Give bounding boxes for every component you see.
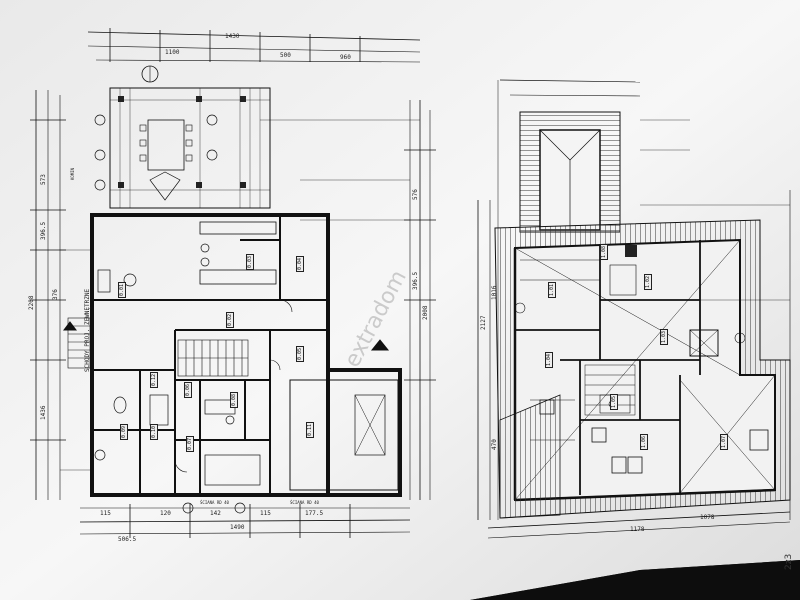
attic-dim-label-left: 470: [491, 439, 498, 450]
dim-label-top-3: 500: [280, 52, 291, 59]
page-number: 2z3: [784, 553, 794, 570]
attic-room-tag: 1.06: [640, 433, 648, 450]
dim-label-left-2: 1436: [40, 405, 47, 420]
dim-label-bottom-2: 115: [100, 510, 111, 517]
dim-label-bottom-1: 1490: [230, 524, 245, 531]
dim-label-bottom-5: 120: [160, 510, 171, 517]
dim-label-top-2: 1100: [165, 49, 180, 56]
attic-room-tag: 1.02: [644, 273, 652, 290]
dim-label-right-2: 576: [412, 189, 419, 200]
room-tag: 0.03: [246, 253, 254, 270]
attic-dim-label-bottom: 1178: [630, 526, 645, 533]
attic-dim-label-left: 1016: [491, 285, 498, 300]
room-tag: 0.05: [296, 345, 304, 362]
room-tag: 0.02: [226, 311, 234, 328]
dim-label-left-4: 573: [40, 174, 47, 185]
attic-room-tag: 1.08: [600, 243, 608, 260]
ground-floor-plan: [30, 28, 436, 538]
dim-label-right-1: 2008: [422, 305, 429, 320]
attic-room-tag: 1.01: [548, 281, 556, 298]
attic-room-tag: 1.04: [545, 351, 553, 368]
room-tag: 0.07: [186, 435, 194, 452]
room-tag: 0.01: [118, 281, 126, 298]
room-tag: 0.12: [150, 371, 158, 388]
attic-dim-label-left: 2127: [480, 315, 487, 330]
dim-label-left-3: 396.5: [40, 221, 47, 240]
dim-label-right-3: 396.5: [412, 271, 419, 290]
room-tag: 0.04: [296, 255, 304, 272]
dim-label-left-1: 2208: [28, 295, 35, 310]
external-stairs-label: SCHODY PROJ. ZEWNĘTRZNE: [84, 288, 91, 372]
dim-label-top-4: 960: [340, 54, 351, 61]
room-tag: 0.08: [230, 391, 238, 408]
room-tag: 0.09: [120, 423, 128, 440]
attic-plan: [477, 79, 791, 539]
wall-type-label: ŚCIANA RD 40: [290, 500, 319, 505]
dim-label-bottom-3: 142: [210, 510, 221, 517]
attic-room-tag: 1.03: [660, 328, 668, 345]
attic-room-tag: 1.05: [610, 393, 618, 410]
chimney-label: KOMIN: [70, 167, 75, 180]
room-tag: 0.11: [306, 421, 314, 438]
wall-type-label: ŚCIANA RD 40: [200, 500, 229, 505]
dim-label-bottom-7: 506.5: [118, 536, 137, 543]
dim-label-bottom-6: 115: [260, 510, 271, 517]
room-tag: 0.10: [150, 423, 158, 440]
room-tag: 0.06: [184, 381, 192, 398]
dim-label-bottom-4: 177.5: [305, 510, 324, 517]
dim-label-top-1: 1430: [225, 33, 240, 40]
attic-dim-label-bottom: 1078: [700, 514, 715, 521]
attic-room-tag: 1.07: [720, 433, 728, 450]
dim-label-left-5: 376: [52, 289, 59, 300]
